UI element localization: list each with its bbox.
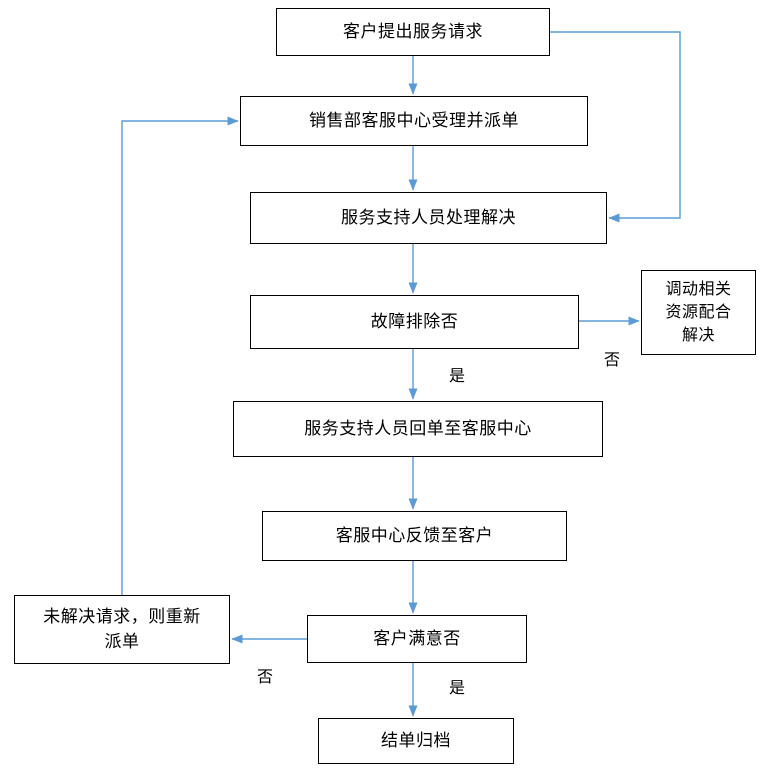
edge-label-satisfied-yes-text: 是 [449,680,466,697]
node-archive-label: 结单归档 [381,730,451,750]
node-dispatch-label: 销售部客服中心受理并派单 [309,110,519,130]
node-dispatch[interactable]: 销售部客服中心受理并派单 [240,96,588,146]
edge-label-satisfied-yes: 是 [449,674,466,698]
node-support[interactable]: 服务支持人员处理解决 [250,192,607,244]
node-reply-to-center-label: 服务支持人员回单至客服中心 [304,418,532,438]
node-fault-check[interactable]: 故障排除否 [250,295,579,349]
edge-label-fault-yes-text: 是 [449,368,466,385]
node-satisfied-check-label: 客户满意否 [373,628,461,648]
edge-label-fault-yes: 是 [449,362,466,386]
node-reply-to-center[interactable]: 服务支持人员回单至客服中心 [233,401,603,457]
edge-label-satisfied-no: 否 [257,663,274,687]
node-unresolved-redispatch-label: 未解决请求，则重新 派单 [43,606,201,651]
node-request-label: 客户提出服务请求 [343,21,483,41]
node-satisfied-check[interactable]: 客户满意否 [307,615,527,663]
edge-label-fault-no-text: 否 [604,352,621,369]
node-mobilize-resources[interactable]: 调动相关 资源配合 解决 [641,270,756,355]
node-feedback-to-customer-label: 客服中心反馈至客户 [335,525,494,545]
node-feedback-to-customer[interactable]: 客服中心反馈至客户 [262,511,567,561]
node-mobilize-resources-label: 调动相关 资源配合 解决 [665,280,732,345]
edge-label-satisfied-no-text: 否 [257,669,274,686]
node-archive[interactable]: 结单归档 [318,718,514,764]
node-support-label: 服务支持人员处理解决 [341,207,516,227]
edge-label-fault-no: 否 [604,346,621,370]
node-unresolved-redispatch[interactable]: 未解决请求，则重新 派单 [14,595,230,664]
edge-unresolved-to-dispatch [121,116,239,595]
node-fault-check-label: 故障排除否 [370,311,459,331]
node-request[interactable]: 客户提出服务请求 [276,8,550,56]
